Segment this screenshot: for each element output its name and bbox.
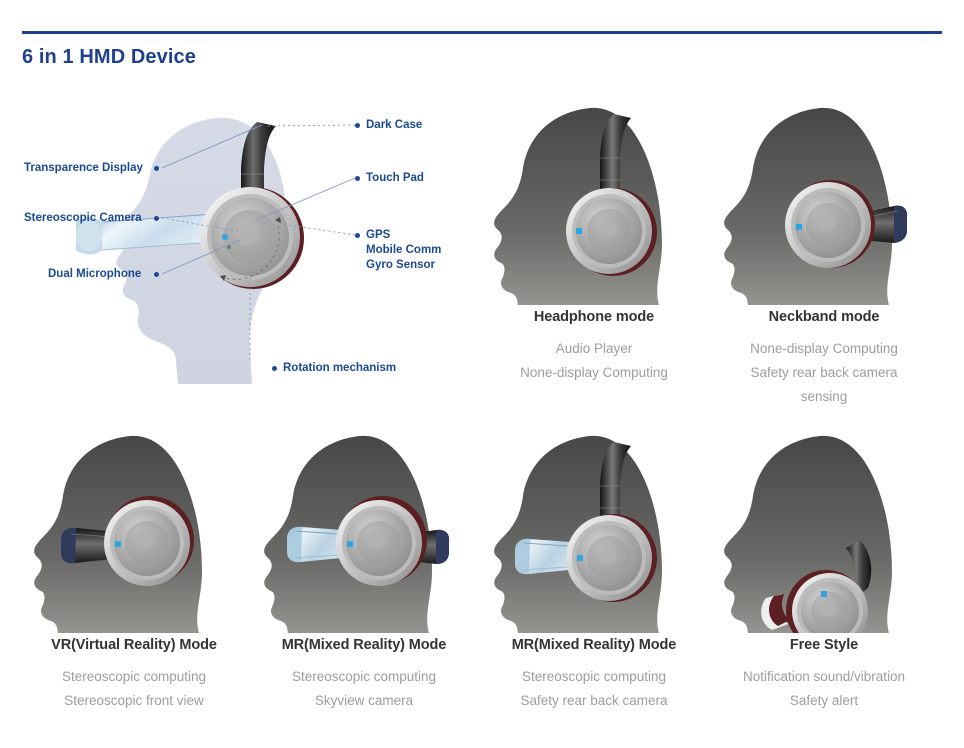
mode-description-line: Notification sound/vibration — [742, 669, 906, 684]
neck-rest-band — [846, 540, 872, 600]
mode-cell-headphone-mode: Headphone mode Audio Player None-display… — [478, 100, 710, 385]
callout-label-gyro-sensor: Gyro Sensor — [366, 259, 436, 271]
mode-cell-vr-mode: VR(Virtual Reality) Mode Stereoscopic co… — [18, 428, 250, 713]
earcup — [336, 496, 427, 586]
callout-label-touch-pad: Touch Pad — [366, 172, 424, 184]
earcup — [104, 496, 194, 586]
mode-description: Notification sound/vibration Safety aler… — [708, 665, 940, 713]
mode-illustration-headphone-mode — [478, 100, 710, 305]
mode-description: Stereoscopic computing Skyview camera — [248, 665, 480, 713]
callout-label-dark-case: Dark Case — [366, 119, 423, 131]
mode-title: Free Style — [789, 637, 859, 653]
mode-illustration-vr-mode — [18, 428, 250, 633]
mode-title: MR(Mixed Reality) Mode — [281, 637, 447, 653]
mode-description-line: Stereoscopic computing — [521, 669, 667, 684]
callout-label-transparence-display: Transparence Display — [24, 162, 143, 174]
mode-description-line: sensing — [800, 389, 848, 404]
earcup — [786, 570, 868, 633]
earcup-far — [761, 594, 790, 630]
mode-description-line: Safety alert — [789, 693, 859, 708]
led-indicator — [115, 541, 121, 547]
mode-description-line: Stereoscopic computing — [61, 669, 207, 684]
callout-dot-transparence-display — [154, 166, 159, 171]
mode-illustration-mr-mode-rear — [478, 428, 710, 633]
mode-illustration-free-style — [708, 428, 940, 633]
diagram-led-indicator — [222, 234, 228, 240]
mode-description: None-display Computing Safety rear back … — [708, 337, 940, 409]
callout-dot-rotation-mechanism — [272, 366, 277, 371]
mode-title: MR(Mixed Reality) Mode — [511, 637, 677, 653]
mode-title: VR(Virtual Reality) Mode — [51, 637, 217, 653]
header-divider — [22, 31, 942, 34]
callout-label-gps: GPS — [366, 229, 391, 241]
callout-dot-stereoscopic-camera — [154, 216, 159, 221]
mode-illustration-mr-mode-skyview — [248, 428, 480, 633]
mode-description-line: Skyview camera — [314, 693, 414, 708]
led-indicator — [796, 224, 802, 230]
mode-description-line: None-display Computing — [750, 341, 898, 356]
mode-description: Audio Player None-display Computing — [478, 337, 710, 385]
led-indicator — [821, 591, 827, 597]
hmd-device-callout-diagram: Transparence Display Stereoscopic Camera… — [10, 100, 480, 400]
led-indicator — [577, 555, 583, 561]
page-title: 6 in 1 HMD Device — [22, 46, 196, 68]
diagram-earcup — [200, 187, 304, 289]
mode-cell-neckband-mode: Neckband mode None-display Computing Saf… — [708, 100, 940, 409]
mode-description: Stereoscopic computing Stereoscopic fron… — [18, 665, 250, 713]
mode-description-line: Stereoscopic computing — [291, 669, 437, 684]
mode-description-line: None-display Computing — [520, 365, 668, 380]
callout-dot-dual-microphone — [154, 272, 159, 277]
earcup — [785, 180, 875, 268]
callout-dot-dark-case — [355, 123, 360, 128]
callout-label-stereoscopic-camera: Stereoscopic Camera — [24, 212, 142, 224]
mode-description-line: Audio Player — [555, 341, 633, 356]
led-indicator — [347, 541, 353, 547]
mode-cell-mr-mode-skyview: MR(Mixed Reality) Mode Stereoscopic comp… — [248, 428, 480, 713]
mode-description-line: Stereoscopic front view — [64, 693, 204, 708]
mode-cell-mr-mode-rear: MR(Mixed Reality) Mode Stereoscopic comp… — [478, 428, 710, 713]
callout-dot-touch-pad — [355, 176, 360, 181]
earcup — [566, 188, 657, 276]
callout-label-rotation-mechanism: Rotation mechanism — [283, 362, 397, 374]
mode-cell-free-style: Free Style Notification sound/vibration … — [708, 428, 940, 713]
led-indicator — [576, 228, 582, 234]
callout-dot-gps — [355, 233, 360, 238]
mode-description-line: Safety rear back camera — [520, 693, 668, 708]
mode-illustration-neckband-mode — [708, 100, 940, 305]
headband — [600, 442, 631, 528]
mode-description-line: Safety rear back camera — [750, 365, 898, 380]
diagram-illustration — [76, 117, 356, 384]
mode-title: Neckband mode — [768, 309, 880, 325]
mode-title: Headphone mode — [533, 309, 655, 325]
diagram-leader-lines — [161, 124, 356, 362]
mode-description: Stereoscopic computing Safety rear back … — [478, 665, 710, 713]
headband — [600, 114, 631, 200]
callout-label-dual-microphone: Dual Microphone — [48, 268, 142, 280]
earcup — [566, 514, 657, 602]
callout-label-mobile-comm: Mobile Comm — [366, 244, 442, 256]
